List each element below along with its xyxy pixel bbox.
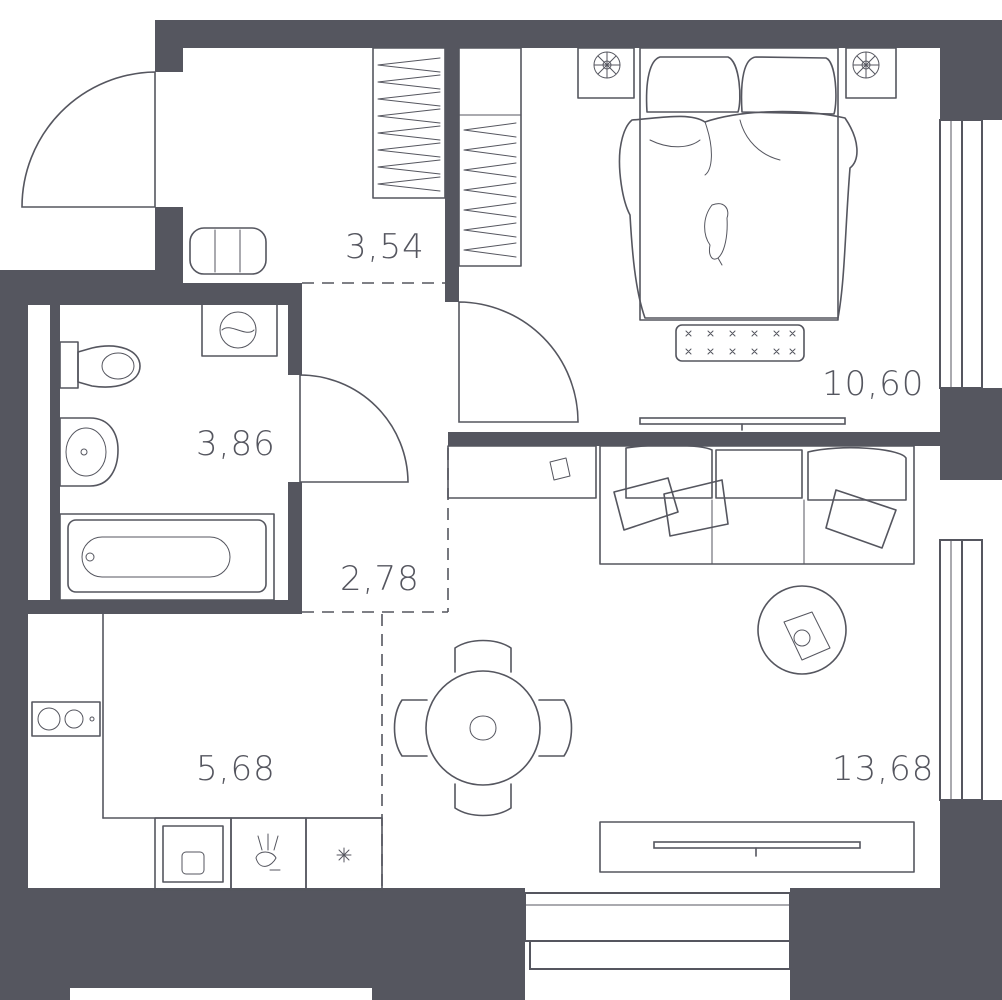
bathroom-area-label: 3,86: [196, 424, 276, 464]
hall-wardrobe: [372, 47, 446, 199]
bedside-rug: [675, 324, 805, 362]
dishwasher-icon: [255, 833, 281, 871]
doors: [21, 71, 579, 483]
nightstand-left: [577, 47, 635, 99]
area-labels: 3,54 10,60 3,86 2,78 5,68 13,68: [196, 227, 934, 789]
sink: [59, 417, 119, 487]
living-desk: [447, 445, 597, 499]
dining-table: [393, 639, 573, 817]
corridor-area-label: 2,78: [340, 559, 420, 599]
entry-door: [21, 71, 156, 208]
kitchen-area-label: 5,68: [196, 749, 276, 789]
bedroom-area-label: 10,60: [822, 364, 924, 404]
bedroom-door: [458, 301, 579, 423]
cat-figure: [704, 203, 729, 266]
nightstand-right: [845, 47, 897, 99]
hall-area-label: 3,54: [345, 227, 425, 267]
toilet: [59, 341, 141, 389]
bedroom-tv: [639, 417, 846, 431]
windows: [524, 119, 983, 970]
bedroom-wardrobe: [458, 47, 522, 267]
coffee-table: [757, 585, 847, 675]
hall-pouf: [189, 227, 267, 275]
walls: [0, 20, 1002, 1000]
sofa: [599, 444, 915, 565]
bathroom-door: [299, 374, 409, 483]
bed: [618, 47, 858, 321]
bathtub: [59, 513, 275, 601]
washing-machine: [201, 301, 278, 357]
fridge-icon: [336, 847, 352, 863]
kitchen-counter: [31, 613, 383, 891]
living-tv: [599, 821, 915, 873]
living-area-label: 13,68: [832, 749, 934, 789]
